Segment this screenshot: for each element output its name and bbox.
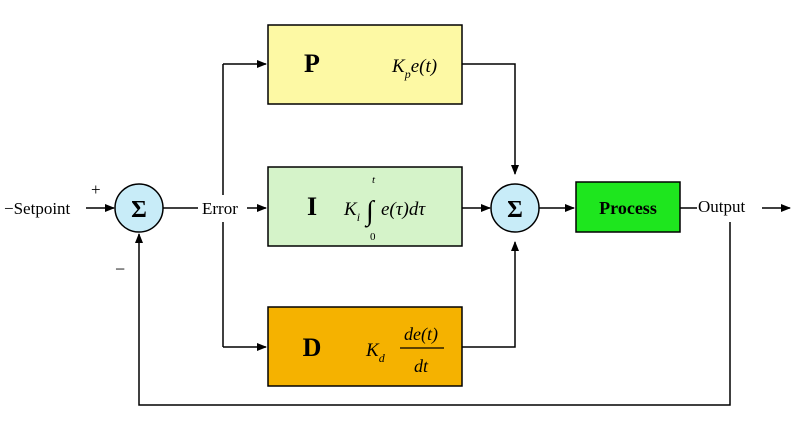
p-block: P Kpe(t): [267, 24, 463, 105]
i-gain-text: Ki: [343, 199, 360, 224]
p-gain-sub: p: [404, 67, 411, 81]
i-block-rect: [267, 166, 463, 247]
i-block: I Ki ∫ t 0 e(τ)dτ: [267, 166, 463, 247]
d-denominator: dt: [414, 356, 429, 376]
setpoint-prefix: −: [4, 199, 14, 218]
i-integral-lower: 0: [370, 231, 376, 243]
d-gain: K: [365, 340, 380, 361]
p-expr: e(t): [411, 56, 437, 77]
i-expr: e(τ)dτ: [381, 199, 426, 220]
d-block-rect: [267, 306, 463, 387]
i-gain: K: [343, 199, 358, 220]
i-integral-sign: ∫: [364, 196, 376, 228]
i-gain-sub: i: [357, 210, 360, 224]
process-block: Process: [575, 181, 681, 233]
sum-junction-1: Σ: [114, 183, 164, 233]
i-integral-upper: t: [372, 174, 376, 186]
sum-junction-2: Σ: [490, 183, 540, 233]
d-output-arrow: [462, 241, 519, 348]
d-letter: D: [303, 333, 322, 362]
sum-symbol-1: Σ: [131, 197, 147, 223]
feedback-loop-arrow: [135, 222, 731, 406]
process-label: Process: [599, 198, 657, 218]
d-block: D Kd de(t) dt: [267, 306, 463, 387]
sum-symbol-2: Σ: [507, 197, 523, 223]
process-block-rect: [575, 181, 681, 233]
p-output-arrow: [462, 63, 519, 175]
output-label: Output: [698, 197, 746, 216]
i-letter: I: [307, 192, 317, 221]
error-label: Error: [202, 199, 238, 218]
minus-sign: −: [115, 259, 125, 279]
p-formula: Kpe(t): [391, 56, 437, 81]
p-gain: K: [391, 56, 406, 77]
d-gain-sub: d: [379, 351, 386, 365]
setpoint-text: Setpoint: [14, 199, 71, 218]
plus-sign: +: [91, 180, 101, 199]
p-letter: P: [304, 49, 320, 78]
d-gain-text: Kd: [365, 340, 386, 365]
setpoint-label: −Setpoint: [4, 199, 71, 218]
d-numerator: de(t): [404, 324, 438, 345]
